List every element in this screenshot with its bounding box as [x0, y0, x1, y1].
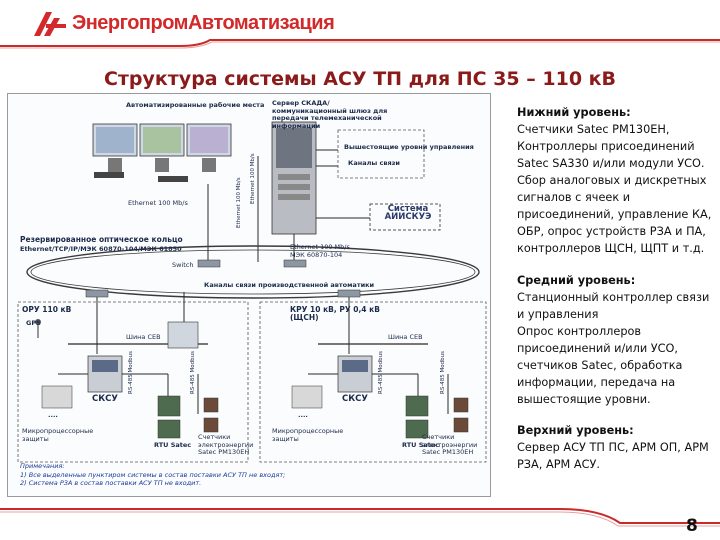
- middle-level-line: счетчиков Satec, обработка: [517, 359, 683, 372]
- middle-level-line: вышестоящие уровни.: [517, 393, 651, 406]
- workstations-label: Автоматизированные рабочие места: [126, 101, 265, 109]
- middle-level-line: Опрос контроллеров: [517, 325, 642, 338]
- lower-level-line: Контроллеры присоединений: [517, 140, 695, 153]
- system-structure-diagram: Автоматизированные рабочие места Сервер …: [7, 93, 491, 497]
- rs485-label-c: RS-485 Modbus: [378, 351, 384, 394]
- lower-level-line: Сбор аналоговых и дискретных: [517, 174, 707, 187]
- rs485-label-b: RS-485 Modbus: [190, 351, 196, 394]
- lower-level-line: Счетчики Satec PM130EH,: [517, 123, 670, 136]
- diagram-notes: Примечания: 1) Все выделенные пунктиром …: [20, 462, 285, 488]
- sksu-label-2: СКСУ: [342, 394, 368, 404]
- gps-label: GPS: [26, 319, 41, 327]
- sev-bus-label-1: Шина СЕВ: [126, 333, 161, 341]
- note-2: 2) Система РЗА в состав поставки АСУ ТП …: [20, 479, 202, 487]
- lower-level-line: ОБР, опрос устройств РЗА и ПА,: [517, 225, 706, 238]
- workstation-monitors-icon: [92, 123, 232, 182]
- ring-protocol-label: Ethernet/TCP/IP/МЭК 60870-104/МЭК 61850: [20, 245, 182, 253]
- meters-label-1: Счетчики электроэнергии Satec PM130EH: [198, 433, 254, 456]
- upper-level-heading: Верхний уровень:: [517, 424, 634, 437]
- micro-protection-label-1: Микропроцессорные защиты: [22, 427, 94, 443]
- ethernet-label-3: Ethernet 100 Mb/s: [250, 153, 256, 204]
- rtu-label-2: RTU Satec: [402, 441, 440, 449]
- upper-level-line: РЗА, АРМ АСУ.: [517, 458, 600, 471]
- ethernet-label-1: Ethernet 100 Mb/s: [128, 199, 188, 207]
- dots-1: ....: [48, 411, 58, 419]
- diagram-graphics: [17, 121, 487, 463]
- upper-levels-label: Вышестоящие уровни управления: [344, 143, 474, 151]
- sev-bus-label-2: Шина СЕВ: [388, 333, 423, 341]
- footer-divider: [0, 508, 720, 527]
- upper-level-block: Верхний уровень: Сервер АСУ ТП ПС, АРМ О…: [517, 422, 715, 473]
- ethernet-mek-label: Ethernet 100 Mb/s МЭК 60870-104: [290, 243, 350, 259]
- lower-level-line: контроллеров ЩСН, ЩПТ и т.д.: [517, 242, 705, 255]
- comm-channels-label: Каналы связи: [348, 159, 400, 167]
- server-label: Сервер СКАДА/ коммуникационный шлюз для …: [272, 99, 388, 130]
- header: ЭнергопромАвтоматизация: [0, 0, 720, 49]
- lower-level-line: сигналов с ячеек и: [517, 191, 631, 204]
- middle-level-line: Станционный контроллер связи: [517, 291, 710, 304]
- kru-label: КРУ 10 кВ, РУ 0,4 кВ (ЩСН): [290, 305, 380, 322]
- page-number: 8: [686, 516, 698, 536]
- rtu-device-icons: [157, 395, 429, 439]
- rs485-label-d: RS-485 Modbus: [440, 351, 446, 394]
- middle-level-line: информации, передача на: [517, 376, 676, 389]
- middle-level-line: и управления: [517, 308, 599, 321]
- ethernet-label-2: Ethernet 100 Mb/s: [236, 177, 242, 228]
- dots-2: ....: [298, 411, 308, 419]
- lower-level-block: Нижний уровень: Счетчики Satec PM130EH, …: [517, 104, 715, 257]
- upper-level-line: Сервер АСУ ТП ПС, АРМ ОП, АРМ: [517, 441, 709, 454]
- lower-level-heading: Нижний уровень:: [517, 106, 631, 119]
- rs485-label-a: RS-485 Modbus: [128, 351, 134, 394]
- middle-level-block: Средний уровень: Станционный контроллер …: [517, 272, 715, 408]
- meter-device-icons: [203, 397, 469, 433]
- askue-label: Система АИИСКУЭ: [384, 204, 432, 222]
- lower-level-line: присоединений, управление КА,: [517, 208, 712, 221]
- sksu-label-1: СКСУ: [92, 394, 118, 404]
- switch-icons: [85, 259, 361, 298]
- note-1: 1) Все выделенные пунктиром системы в со…: [20, 470, 286, 479]
- middle-level-line: присоединений и/или УСО,: [517, 342, 679, 355]
- sksu-cabinet-icon-1: [87, 355, 123, 393]
- optical-ring-label: Резервированное оптическое кольцо: [20, 235, 183, 244]
- switch-label: Switch: [172, 261, 194, 269]
- company-logo-icon: [34, 12, 66, 36]
- header-divider: [0, 39, 720, 49]
- process-channel-label: Каналы связи производственной автоматики: [204, 281, 375, 289]
- meters-label-2: Счетчики электроэнергии Satec PM130EH: [422, 433, 478, 456]
- sksu-cabinet-icon-2: [337, 355, 373, 393]
- page-title: Структура системы АСУ ТП для ПС 35 – 110…: [103, 68, 617, 90]
- company-name: ЭнергопромАвтоматизация: [72, 12, 335, 34]
- gps-antenna-icon: [35, 319, 41, 338]
- oru-label: ОРУ 110 кВ: [22, 305, 72, 314]
- server-cabinet-icon: [271, 121, 317, 235]
- notes-title: Примечания:: [20, 462, 65, 470]
- middle-level-heading: Средний уровень:: [517, 274, 636, 287]
- rtu-label-1: RTU Satec: [154, 441, 192, 449]
- lower-level-line: Satec SA330 и/или модули УСО.: [517, 157, 705, 170]
- protection-device-icons: [41, 385, 323, 409]
- micro-protection-label-2: Микропроцессорные защиты: [272, 427, 344, 443]
